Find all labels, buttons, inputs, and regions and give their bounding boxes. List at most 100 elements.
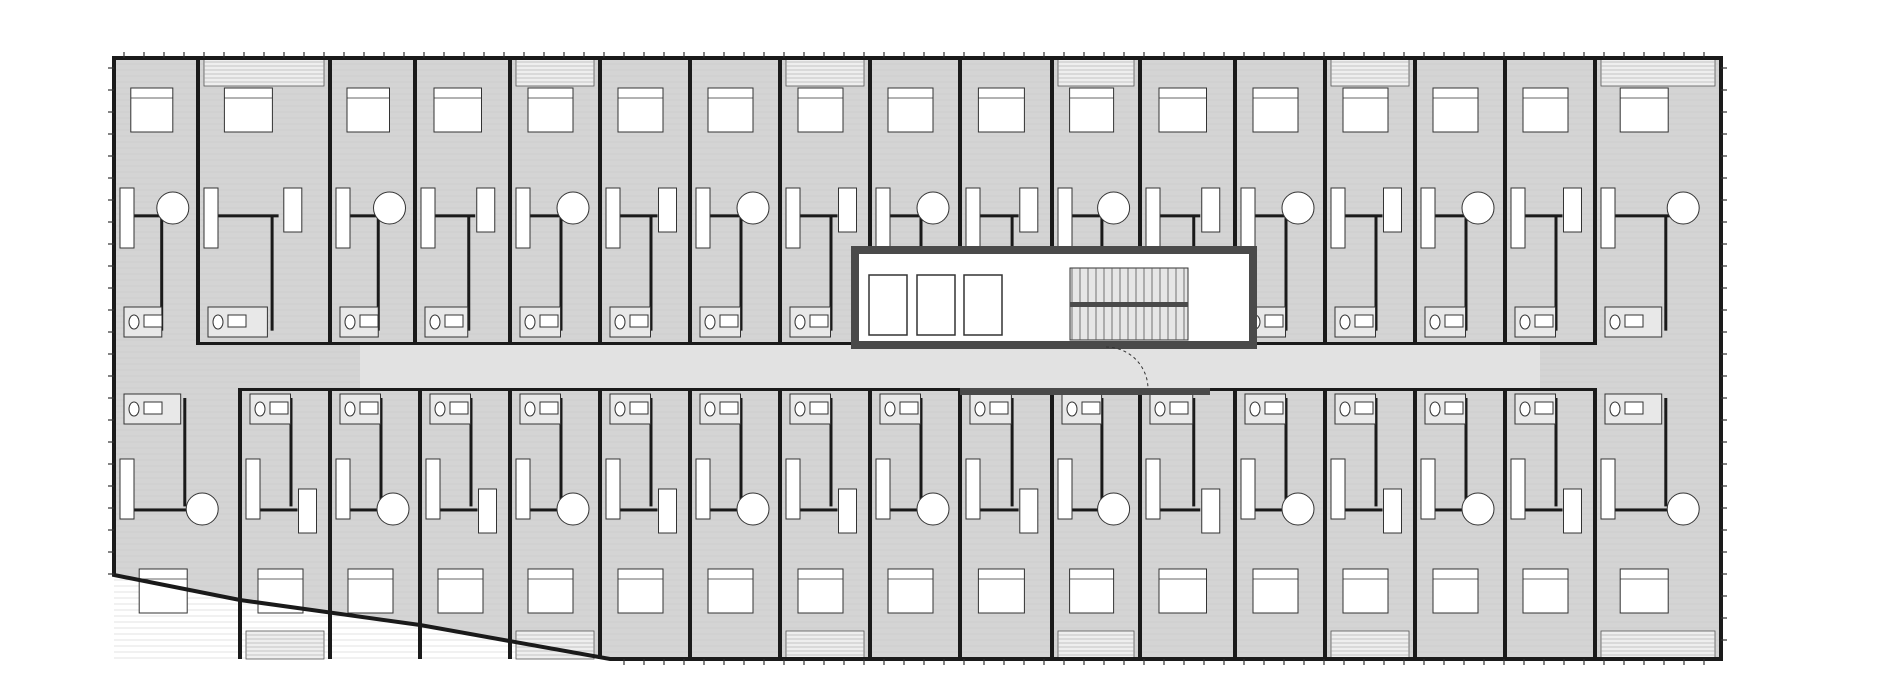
sink-icon (269, 401, 289, 415)
bed-icon (1252, 568, 1299, 614)
party-wall (598, 58, 602, 345)
sofa-icon (1019, 488, 1039, 534)
sofa-icon (1201, 187, 1221, 233)
kitchen-counter (1600, 187, 1616, 249)
sink-icon (1354, 314, 1374, 328)
kitchen-counter (425, 458, 441, 520)
interior-wall (376, 215, 380, 331)
party-wall (958, 58, 962, 345)
interior-wall (1243, 508, 1293, 512)
sofa-icon (1019, 187, 1039, 233)
bed-icon (707, 87, 754, 133)
kitchen-counter (875, 187, 891, 249)
bed-icon (887, 568, 934, 614)
balcony (785, 57, 865, 87)
sink-icon (809, 314, 829, 328)
sink-icon (1534, 314, 1554, 328)
dining-table-icon (916, 191, 950, 225)
interior-wall (1603, 508, 1673, 512)
toilet-icon (1519, 401, 1531, 417)
toilet-icon (344, 314, 356, 330)
kitchen-counter (605, 458, 621, 520)
kitchen-counter (1510, 187, 1526, 249)
interior-wall (1192, 398, 1196, 507)
interior-wall (1148, 214, 1201, 218)
interior-wall (270, 215, 274, 331)
sink-icon (1624, 401, 1644, 415)
dining-table-icon (736, 191, 770, 225)
interior-wall (649, 398, 653, 507)
balcony (1330, 630, 1410, 660)
party-wall (688, 388, 692, 659)
bed-icon (223, 87, 273, 133)
balcony (1330, 57, 1410, 87)
kitchen-counter (875, 458, 891, 520)
balcony (1600, 630, 1716, 660)
toilet-icon (974, 401, 986, 417)
sink-icon (143, 314, 163, 328)
interior-wall (289, 398, 293, 507)
exterior-wall (108, 52, 1727, 665)
sink-icon (359, 314, 379, 328)
kitchen-counter (785, 187, 801, 249)
toilet-icon (1519, 314, 1531, 330)
interior-wall (160, 215, 164, 331)
toilet-icon (704, 314, 716, 330)
bed-icon (797, 87, 844, 133)
bed-icon (527, 568, 574, 614)
sink-icon (629, 314, 649, 328)
sink-icon (359, 401, 379, 415)
sofa-icon (478, 488, 497, 534)
party-wall (1503, 58, 1507, 345)
bed-icon (797, 568, 844, 614)
party-wall (1138, 388, 1142, 659)
bed-icon (1619, 87, 1669, 133)
dining-table-icon (916, 492, 950, 526)
party-wall (868, 388, 872, 659)
interior-wall (122, 214, 169, 218)
interior-wall (968, 214, 1019, 218)
interior-wall (122, 508, 192, 512)
sofa-icon (1563, 488, 1582, 534)
corridor (360, 345, 1540, 388)
interior-wall (1284, 398, 1288, 507)
dining-table-icon (1666, 492, 1700, 526)
party-wall (1323, 388, 1327, 659)
party-wall (328, 58, 332, 345)
elevator-shaft (868, 274, 908, 336)
kitchen-counter (1420, 187, 1436, 249)
toilet-icon (429, 314, 441, 330)
bed-icon (1522, 568, 1569, 614)
sink-icon (1264, 401, 1284, 415)
toilet-icon (1429, 314, 1441, 330)
dining-table-icon (1281, 191, 1315, 225)
sink-icon (1624, 314, 1644, 328)
bed-icon (707, 568, 754, 614)
party-wall (328, 388, 332, 659)
sink-icon (1081, 401, 1101, 415)
elevator-shaft (916, 274, 956, 336)
interior-wall (739, 215, 743, 331)
bed-icon (130, 87, 174, 133)
toilet-icon (254, 401, 266, 417)
party-wall (1233, 388, 1237, 659)
stair-landing-wall (1070, 302, 1188, 307)
sink-icon (143, 401, 163, 415)
interior-wall (608, 214, 658, 218)
balcony (203, 57, 325, 87)
corridor-wall (240, 388, 1595, 391)
sofa-icon (283, 187, 303, 233)
toilet-icon (128, 401, 140, 417)
interior-wall (1060, 214, 1109, 218)
interior-wall (698, 214, 748, 218)
bed-icon (977, 87, 1025, 133)
toilet-icon (434, 401, 446, 417)
bed-icon (1342, 568, 1389, 614)
kitchen-counter (1420, 458, 1436, 520)
interior-wall (183, 398, 187, 507)
sofa-icon (838, 187, 857, 233)
bed-icon (617, 568, 664, 614)
kitchen-counter (1240, 458, 1256, 520)
corridor-floor (360, 345, 1540, 388)
